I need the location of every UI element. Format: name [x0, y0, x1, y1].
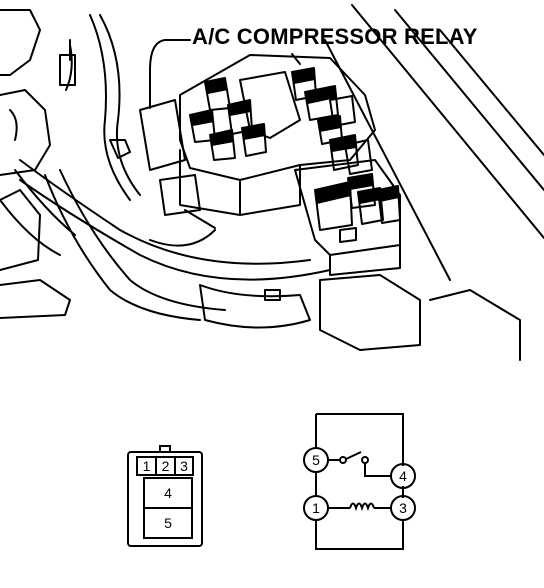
pin-2-label: 2 [162, 458, 170, 474]
side-relay-3 [357, 187, 384, 225]
relay-shading [190, 68, 399, 204]
fender-line-3 [439, 29, 544, 156]
pin-3-label: 3 [180, 458, 188, 474]
switch-arm [345, 451, 362, 460]
relay-box-body [179, 54, 376, 181]
side-relay-tab [339, 227, 357, 243]
side-relay-2 [347, 173, 376, 209]
side-relay-4 [377, 185, 401, 224]
terminal-3-label: 3 [399, 500, 407, 516]
terminal-1-label: 1 [312, 500, 320, 516]
terminal-3-circle [390, 495, 416, 521]
terminal-5-circle [303, 447, 329, 473]
engine-part-d [0, 279, 71, 319]
wire-harness-3 [89, 14, 131, 201]
lower-housing-3 [429, 289, 521, 361]
callout-leader-line [149, 39, 191, 109]
wire-harness-4 [99, 14, 141, 196]
pin-5-cell [143, 507, 193, 539]
schematic-frame-top [316, 413, 404, 466]
switch-lead-right [364, 463, 391, 477]
relay-box-side-block [139, 99, 186, 171]
wire-harness-5 [44, 174, 201, 321]
relay-callout-label: A/C COMPRESSOR RELAY [192, 24, 478, 49]
pin-5-label: 5 [164, 515, 172, 531]
switch-contact-left [339, 456, 347, 464]
switch-contact-right [361, 456, 369, 464]
engine-part-a [0, 9, 41, 76]
pin-4-label: 4 [164, 485, 172, 501]
coil-winding [349, 502, 375, 512]
wire-loop [149, 229, 216, 247]
terminal-4-circle [390, 463, 416, 489]
engine-part-b [0, 89, 51, 176]
engine-part-b-detail [9, 109, 18, 141]
pin-1-label: 1 [143, 458, 151, 474]
main-relay-cube [239, 71, 301, 139]
terminal-1-circle [303, 495, 329, 521]
fender-line-1 [351, 4, 544, 239]
terminal-5-label: 5 [312, 452, 320, 468]
fender-line-4 [324, 39, 451, 281]
fender-line-2 [394, 9, 544, 191]
relay-box-small-block [159, 174, 201, 216]
hose-1 [14, 169, 76, 236]
schematic-frame-bottom [315, 520, 404, 550]
wire-harness-6 [59, 169, 226, 311]
connector-latch [159, 445, 171, 453]
wire-stub [184, 209, 216, 229]
terminal-4-label: 4 [399, 468, 407, 484]
wire-harness-1 [19, 159, 311, 265]
side-relay-base [329, 244, 401, 276]
wire-clip [109, 139, 131, 159]
lower-bolt [264, 289, 281, 301]
connector-top-row [136, 456, 194, 476]
engine-part-c [0, 189, 41, 271]
lower-housing-1 [199, 284, 311, 329]
hose-2 [0, 199, 61, 256]
lower-housing-2 [319, 274, 421, 351]
